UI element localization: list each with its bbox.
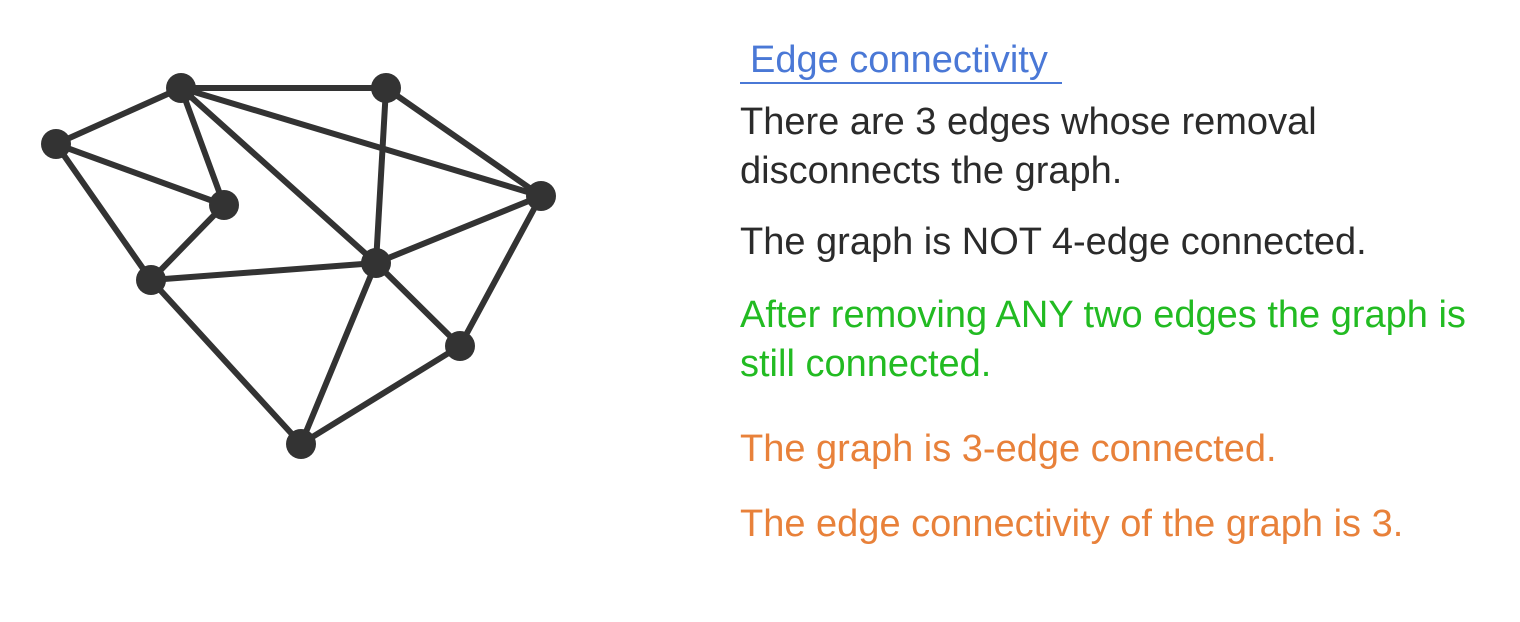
graph-diagram [41, 73, 556, 459]
graph-edge [298, 343, 463, 447]
graph-edge [373, 260, 463, 349]
statement-edge-removal: There are 3 edges whose removal disconne… [740, 101, 1317, 192]
graph-node [371, 73, 401, 103]
graph-nodes [41, 73, 556, 459]
graph-edge [178, 85, 544, 199]
graph-node [445, 331, 475, 361]
graph-edge [178, 85, 227, 208]
graph-edge [373, 193, 544, 266]
statement-still-connected: After removing ANY two edges the graph i… [740, 294, 1466, 385]
statement-not-4-connected: The graph is NOT 4-edge connected. [740, 221, 1367, 263]
graph-edge [148, 260, 379, 283]
statement-edge-connectivity: The edge connectivity of the graph is 3. [740, 503, 1404, 545]
graph-edge [53, 85, 184, 147]
graph-node [361, 248, 391, 278]
graph-edge [178, 85, 379, 266]
graph-edge [148, 277, 304, 447]
graph-edge [53, 141, 154, 283]
graph-edge [373, 85, 389, 266]
graph-node [209, 190, 239, 220]
graph-edges [53, 85, 544, 447]
graph-node [136, 265, 166, 295]
graph-node [286, 429, 316, 459]
graph-edge [298, 260, 379, 447]
text-panel: Edge connectivity There are 3 edges whos… [740, 38, 1510, 549]
graph-node [526, 181, 556, 211]
graph-edge [148, 202, 227, 283]
graph-edge [53, 141, 227, 208]
graph-node [41, 129, 71, 159]
section-title: Edge connectivity [740, 38, 1062, 84]
graph-edge [457, 193, 544, 349]
graph-node [166, 73, 196, 103]
statement-3-connected: The graph is 3-edge connected. [740, 428, 1277, 470]
graph-edge [383, 85, 544, 199]
